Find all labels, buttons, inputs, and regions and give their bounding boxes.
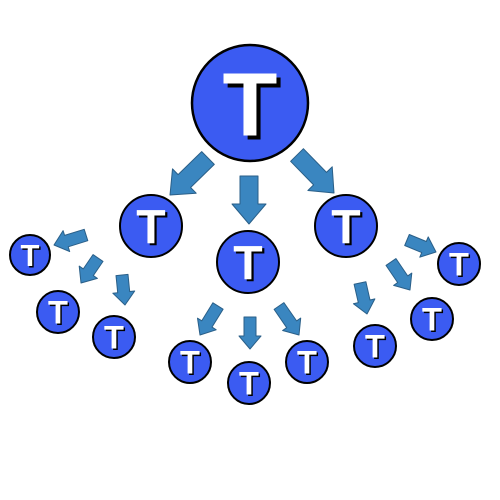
node-right-parent: TT [314, 194, 378, 258]
node-right-child-2: TT [410, 297, 454, 341]
node-letter: T [331, 200, 360, 254]
arrow-center-parent-to-center-child-3 [273, 302, 302, 336]
arrow-left-parent-to-left-child-1 [53, 228, 89, 253]
node-letter-shadow: T [50, 295, 70, 332]
node-circle [314, 194, 378, 258]
node-center-parent: TT [216, 230, 280, 294]
arrow-root-to-right-parent [290, 148, 335, 194]
node-left-child-3: TT [92, 315, 136, 359]
node-letter: T [297, 344, 317, 381]
node-letter-shadow: T [138, 202, 167, 256]
node-letter-shadow: T [424, 302, 444, 339]
arrow-right-parent-to-right-child-2 [385, 258, 413, 291]
node-circle [168, 340, 212, 384]
node-center-child-1: TT [168, 340, 212, 384]
node-letter: T [449, 246, 469, 283]
node-center-child-2: TT [227, 361, 271, 405]
node-circle [36, 290, 80, 334]
arrow-layer [53, 148, 437, 350]
node-letter: T [365, 328, 385, 365]
arrow-right-parent-to-right-child-3 [404, 234, 437, 258]
node-circle [353, 324, 397, 368]
node-center-child-3: TT [285, 340, 329, 384]
node-circle [119, 194, 183, 258]
node-letter-shadow: T [333, 202, 362, 256]
node-letter: T [104, 319, 124, 356]
arrow-center-parent-to-center-child-1 [197, 302, 224, 336]
node-left-child-2: TT [36, 290, 80, 334]
node-right-child-1: TT [353, 324, 397, 368]
arrow-left-parent-to-left-child-3 [112, 273, 136, 306]
node-letter-shadow: T [227, 59, 282, 159]
node-circle [410, 297, 454, 341]
node-circle [437, 242, 481, 286]
node-letter: T [136, 200, 165, 254]
arrow-root-to-center-parent [231, 175, 267, 225]
node-letter-shadow: T [451, 247, 471, 284]
node-letter: T [48, 294, 68, 331]
node-circle [190, 43, 310, 163]
node-letter-shadow: T [235, 238, 264, 292]
node-letter: T [180, 344, 200, 381]
node-letter-shadow: T [22, 240, 41, 275]
node-circle [9, 234, 51, 276]
node-letter: T [239, 365, 259, 402]
node-letter-shadow: T [299, 345, 319, 382]
node-letter-shadow: T [367, 329, 387, 366]
node-letter: T [21, 238, 40, 273]
node-root: TT [190, 43, 310, 163]
node-letter: T [422, 301, 442, 338]
node-letter: T [223, 55, 278, 155]
node-letter-shadow: T [241, 366, 261, 403]
arrow-root-to-left-parent [169, 151, 215, 196]
node-circle [216, 230, 280, 294]
node-letter-shadow: T [182, 345, 202, 382]
arrow-center-parent-to-center-child-2 [238, 316, 262, 350]
node-circle [285, 340, 329, 384]
node-circle [92, 315, 136, 359]
node-left-parent: TT [119, 194, 183, 258]
node-right-child-3: TT [437, 242, 481, 286]
node-letter: T [233, 236, 262, 290]
node-letter-shadow: T [106, 320, 126, 357]
arrow-right-parent-to-right-child-1 [352, 281, 376, 315]
arrow-left-parent-to-left-child-2 [78, 254, 104, 284]
node-circle [227, 361, 271, 405]
node-left-child-1: TT [9, 234, 51, 276]
